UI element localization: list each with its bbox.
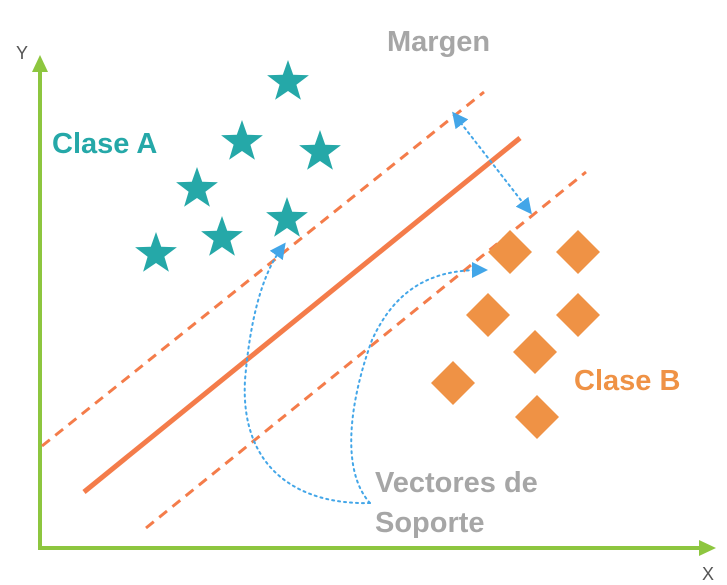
diamond-icon — [515, 395, 559, 439]
axes: Y X — [16, 43, 716, 584]
diamond-icon — [556, 230, 600, 274]
star-icon — [299, 130, 341, 170]
star-icon — [267, 60, 309, 100]
star-icon — [266, 197, 308, 237]
y-axis-label: Y — [16, 43, 28, 63]
class-a-points — [135, 60, 341, 272]
x-axis-arrowhead — [699, 540, 716, 556]
class-b-label: Clase B — [574, 365, 680, 397]
upper-margin-line — [41, 90, 485, 448]
support-vectors-label-line1: Vectores de — [375, 467, 538, 499]
diamond-icon — [556, 293, 600, 337]
class-b-points — [431, 230, 600, 439]
hyperplane-line — [82, 136, 522, 494]
margin-label: Margen — [387, 26, 490, 58]
diamond-icon — [431, 361, 475, 405]
star-icon — [135, 232, 177, 272]
support-vectors-label-line2: Soporte — [375, 507, 485, 539]
support-vector-arrow-a — [243, 242, 371, 505]
margin-width-arrow — [452, 111, 532, 215]
diamond-icon — [513, 330, 557, 374]
support-vector-arrow-b — [350, 262, 488, 504]
y-axis-arrowhead — [32, 55, 48, 72]
class-a-label: Clase A — [52, 128, 157, 160]
x-axis-label: X — [702, 564, 714, 584]
diamond-icon — [466, 293, 510, 337]
star-icon — [201, 216, 243, 256]
diamond-icon — [488, 230, 532, 274]
star-icon — [221, 120, 263, 160]
star-icon — [176, 167, 218, 207]
lower-margin-line — [145, 170, 587, 530]
